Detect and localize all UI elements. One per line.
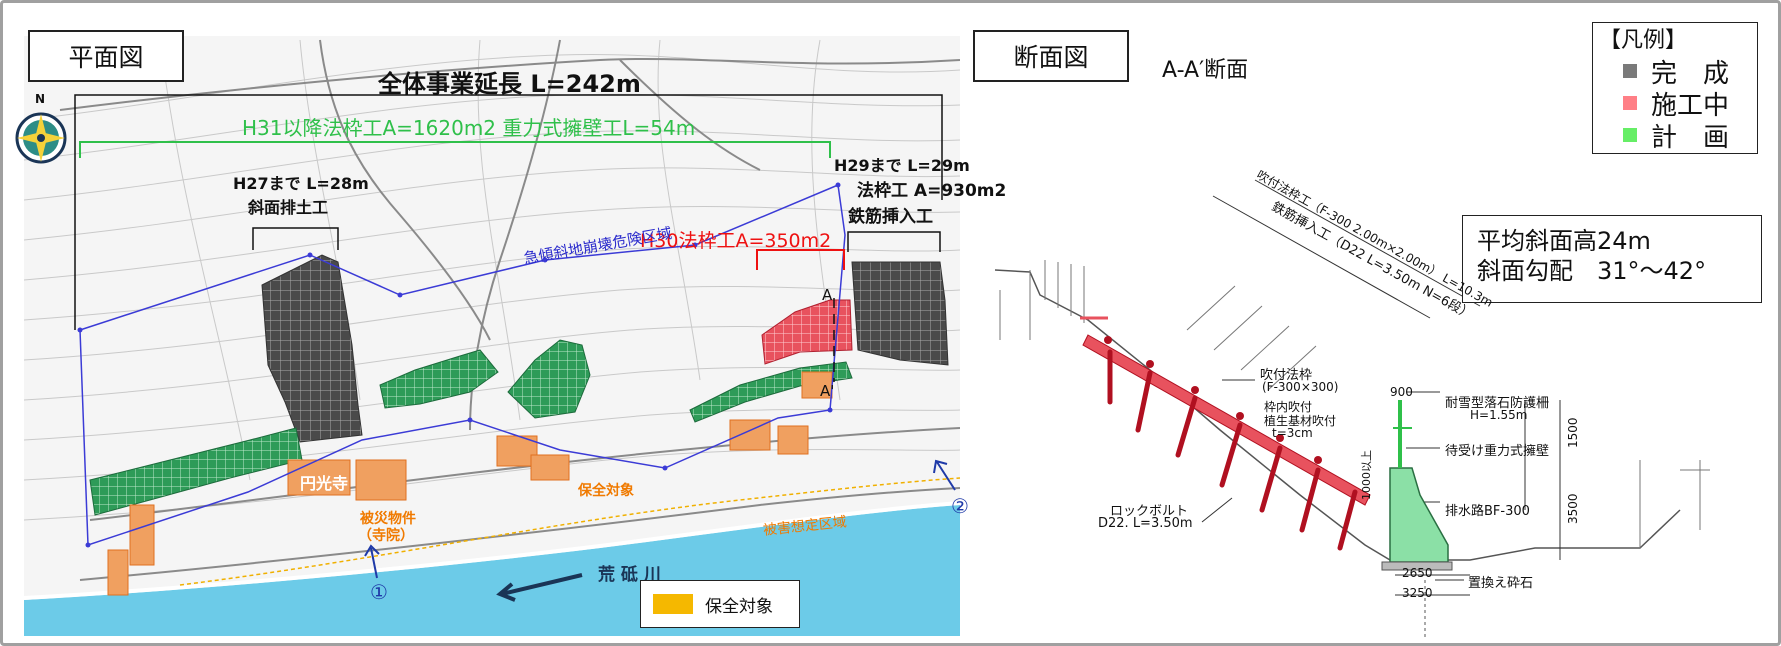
total-extent-bracket bbox=[74, 94, 943, 330]
inner-spray-3: t=3cm bbox=[1272, 426, 1313, 440]
legend-item-completed: 完 成 bbox=[1593, 55, 1757, 89]
h31-label: H31以降法枠工A=1620m2 重力式擁壁工L=54m bbox=[242, 116, 696, 140]
legend-item-in-progress: 施工中 bbox=[1593, 87, 1757, 121]
h27-label-line2: 斜面排土工 bbox=[248, 198, 329, 217]
steep-slope-boundary bbox=[79, 183, 846, 547]
completed-slope-area-right bbox=[851, 261, 949, 366]
inner-spray-1: 枠内吹付 bbox=[1264, 400, 1313, 414]
dim-900: 900 bbox=[1390, 385, 1413, 399]
retaining-wall-label: 待受け重力式擁壁 bbox=[1445, 444, 1550, 459]
slope-stats-box: 平均斜面高24m 斜面勾配 31°～42° bbox=[1462, 215, 1762, 303]
dim-3250: 3250 bbox=[1402, 586, 1433, 600]
plan-title: 平面図 bbox=[68, 43, 144, 72]
spray-frame-spec: (F-300×300) bbox=[1262, 380, 1339, 394]
section-label-a: A bbox=[822, 286, 833, 304]
protected-target-label: 保全対象 bbox=[578, 483, 634, 499]
legend-title: 【凡例】 bbox=[1599, 28, 1688, 53]
planned-frame-area-2 bbox=[379, 349, 499, 409]
section-title-box: 断面図 bbox=[973, 30, 1129, 82]
h30-bracket bbox=[756, 249, 845, 270]
protect-legend-box: 保全対象 bbox=[640, 580, 800, 628]
h27-label-line1: H27まで L=28m bbox=[233, 174, 369, 193]
ground-profile bbox=[994, 269, 1681, 561]
completed-slope-area-left bbox=[261, 254, 363, 443]
view-marker-2: ② bbox=[951, 494, 969, 518]
gravel-base bbox=[1381, 561, 1453, 571]
slope-height: 平均斜面高24m bbox=[1477, 227, 1651, 255]
h29-label-line3: 鉄筋挿入工 bbox=[848, 207, 933, 227]
legend-label-planned: 計 画 bbox=[1651, 122, 1730, 153]
damaged-property-label: 被災物件 bbox=[360, 511, 416, 527]
h31-bracket bbox=[79, 141, 831, 158]
rock-bolt-spec: D22. L=3.50m bbox=[1098, 516, 1193, 531]
section-title: 断面図 bbox=[1013, 43, 1089, 72]
drain-label: 排水路BF-300 bbox=[1445, 504, 1530, 519]
planned-frame-area-3 bbox=[507, 339, 591, 419]
slope-gradient: 斜面勾配 31°～42° bbox=[1477, 257, 1707, 285]
in-progress-frame-area bbox=[761, 299, 853, 365]
view-arrow-2 bbox=[933, 459, 956, 491]
legend-box: 【凡例】 完 成 施工中 計 画 bbox=[1592, 22, 1758, 154]
legend-swatch-in-progress bbox=[1623, 96, 1637, 110]
legend-label-completed: 完 成 bbox=[1651, 58, 1730, 89]
rock-bolt-label: ロックボルト bbox=[1110, 504, 1189, 519]
h29-bracket bbox=[847, 231, 941, 252]
fence-height: H=1.55m bbox=[1470, 408, 1528, 422]
damaged-property-sub: （寺院） bbox=[358, 528, 414, 544]
inner-spray-2: 植生基材吹付 bbox=[1264, 414, 1337, 428]
river-flow-arrow bbox=[496, 573, 583, 602]
spray-frame-beam bbox=[1082, 334, 1371, 506]
plan-title-box: 平面図 bbox=[28, 30, 184, 82]
protected-buildings bbox=[107, 371, 833, 596]
retaining-wall bbox=[1389, 467, 1449, 563]
dim-1500: 1500 bbox=[1566, 417, 1580, 448]
gravel-label: 置換え砕石 bbox=[1468, 576, 1534, 591]
section-label-a-prime: A' bbox=[820, 382, 835, 400]
spray-frame-label: 吹付法枠 bbox=[1260, 368, 1313, 383]
legend-label-in-progress: 施工中 bbox=[1651, 90, 1730, 121]
view-marker-1: ① bbox=[370, 580, 388, 604]
total-length-label: 全体事業延長 L=242m bbox=[378, 70, 641, 98]
dim-2650: 2650 bbox=[1402, 566, 1433, 580]
h30-label: H30法枠工A=350m2 bbox=[640, 230, 832, 252]
h29-label-line2: 法枠工 A=930m2 bbox=[857, 181, 1007, 201]
h29-label-line1: H29まで L=29m bbox=[834, 156, 970, 175]
north-label: N bbox=[35, 92, 46, 106]
dim-3500: 3500 bbox=[1566, 493, 1580, 524]
fence-label: 耐雪型落石防護柵 bbox=[1445, 396, 1550, 411]
protect-legend-swatch bbox=[653, 594, 693, 614]
legend-item-planned: 計 画 bbox=[1593, 119, 1757, 153]
protect-legend-label: 保全対象 bbox=[705, 596, 773, 617]
view-arrow-1 bbox=[364, 544, 380, 579]
rock-bolts bbox=[1107, 349, 1358, 551]
h27-bracket bbox=[252, 227, 339, 250]
temple-label: 円光寺 bbox=[300, 474, 349, 493]
dim-1000: 1000以上 bbox=[1360, 450, 1373, 500]
section-subtitle: A-A′断面 bbox=[1162, 58, 1249, 83]
compass-icon bbox=[15, 112, 67, 164]
legend-swatch-planned bbox=[1623, 128, 1637, 142]
legend-swatch-completed bbox=[1623, 64, 1637, 78]
